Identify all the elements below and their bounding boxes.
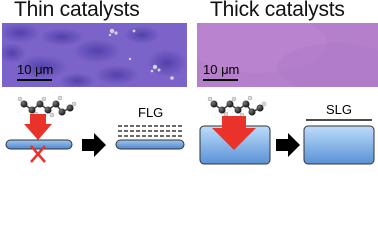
schematic-diagram bbox=[5, 95, 375, 165]
process-arrow-left bbox=[82, 133, 106, 157]
micrograph-thin bbox=[2, 23, 187, 87]
process-arrow-right bbox=[276, 133, 300, 157]
label-slg: SLG bbox=[326, 102, 353, 117]
hydrocarbon-molecules-right bbox=[207, 95, 267, 118]
thin-catalyst-result bbox=[115, 139, 185, 150]
scale-bar-right bbox=[203, 79, 238, 81]
micrograph-thick bbox=[197, 23, 378, 87]
hydrocarbon-molecules-left bbox=[17, 95, 77, 118]
scale-label-left: 10 μm bbox=[17, 62, 54, 77]
title-thin-catalysts: Thin catalysts bbox=[14, 0, 140, 21]
blocked-cross-icon bbox=[30, 145, 46, 163]
micrograph-thick-texture bbox=[197, 23, 378, 87]
micrograph-thin-texture bbox=[2, 23, 187, 87]
carbon-flux-arrow-right bbox=[212, 116, 256, 150]
scale-bar-left bbox=[17, 79, 52, 81]
label-flg: FLG bbox=[138, 105, 164, 120]
thin-catalyst-left bbox=[5, 139, 73, 150]
title-thick-catalysts: Thick catalysts bbox=[210, 0, 345, 21]
few-layer-graphene-lines bbox=[118, 125, 182, 137]
carbon-flux-arrow-left bbox=[24, 114, 52, 140]
thick-catalyst-result bbox=[303, 125, 375, 165]
scale-label-right: 10 μm bbox=[203, 62, 240, 77]
